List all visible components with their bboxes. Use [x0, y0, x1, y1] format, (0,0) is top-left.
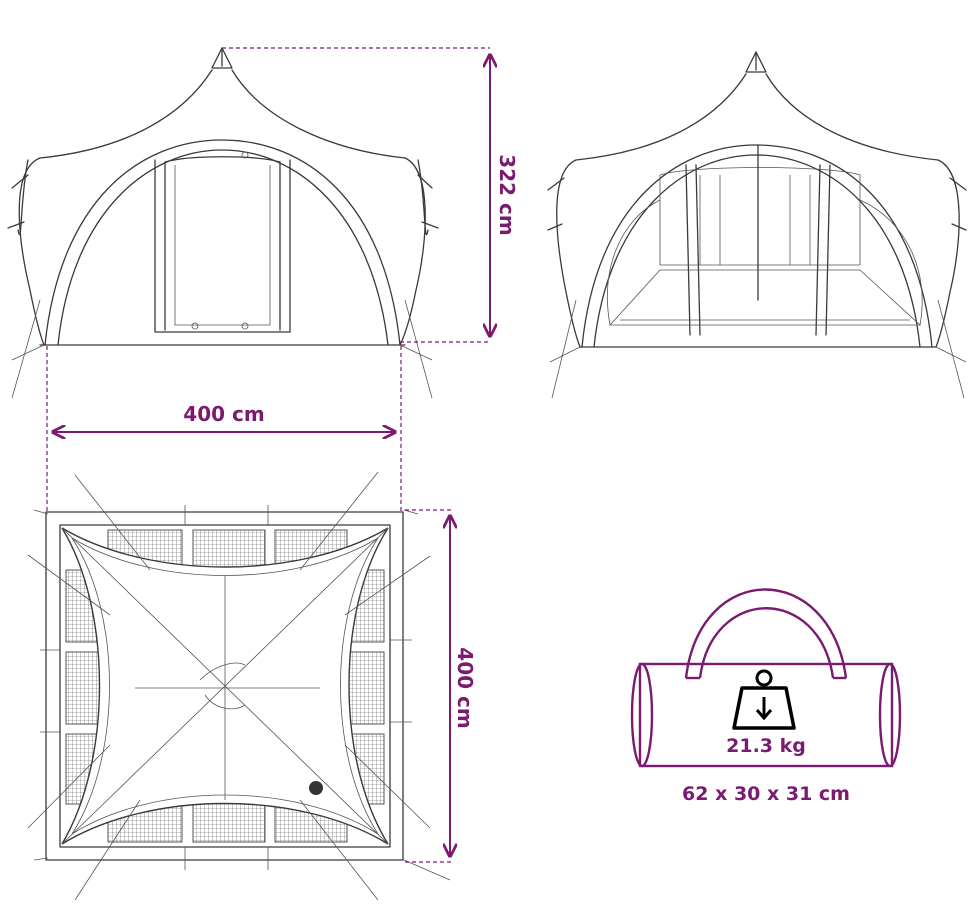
- dimension-depth: 400 cm: [405, 509, 477, 863]
- tent-top-view: [27, 471, 451, 901]
- tent-front-view: [7, 47, 439, 399]
- dimension-height: 322 cm: [222, 47, 519, 343]
- carry-bag: 21.3 kg: [630, 588, 902, 768]
- width-label: 400 cm: [183, 402, 264, 426]
- package-size-label: 62 x 30 x 31 cm: [682, 783, 850, 805]
- tent-open-view: [547, 51, 967, 399]
- dimension-width: 400 cm: [46, 346, 402, 512]
- weight-icon: [732, 669, 796, 730]
- weight-label: 21.3 kg: [726, 735, 806, 757]
- depth-label: 400 cm: [453, 647, 477, 728]
- logo-mark: [309, 781, 323, 795]
- height-label: 322 cm: [495, 154, 519, 235]
